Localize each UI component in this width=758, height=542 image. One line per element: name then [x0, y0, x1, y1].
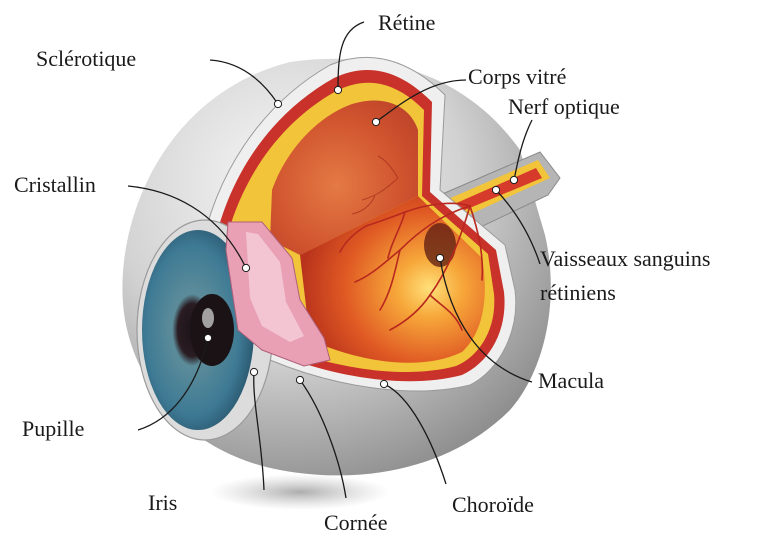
label-vaisseaux-line1: Vaisseaux sanguins: [540, 246, 710, 271]
pupil: [190, 294, 234, 366]
label-nerf-optique: Nerf optique: [508, 94, 620, 119]
label-corps-vitre: Corps vitré: [468, 64, 566, 89]
label-pupille: Pupille: [22, 416, 84, 441]
label-cornee: Cornée: [324, 510, 388, 535]
ground-shadow: [210, 474, 390, 510]
pupil-highlight: [202, 308, 214, 328]
label-macula: Macula: [538, 368, 604, 393]
label-cristallin: Cristallin: [14, 172, 96, 197]
label-choroide: Choroïde: [452, 492, 534, 517]
label-sclerotique: Sclérotique: [36, 46, 136, 71]
label-iris: Iris: [148, 490, 177, 515]
label-vaisseaux-line2: rétiniens: [540, 280, 616, 305]
label-retine: Rétine: [378, 10, 435, 35]
